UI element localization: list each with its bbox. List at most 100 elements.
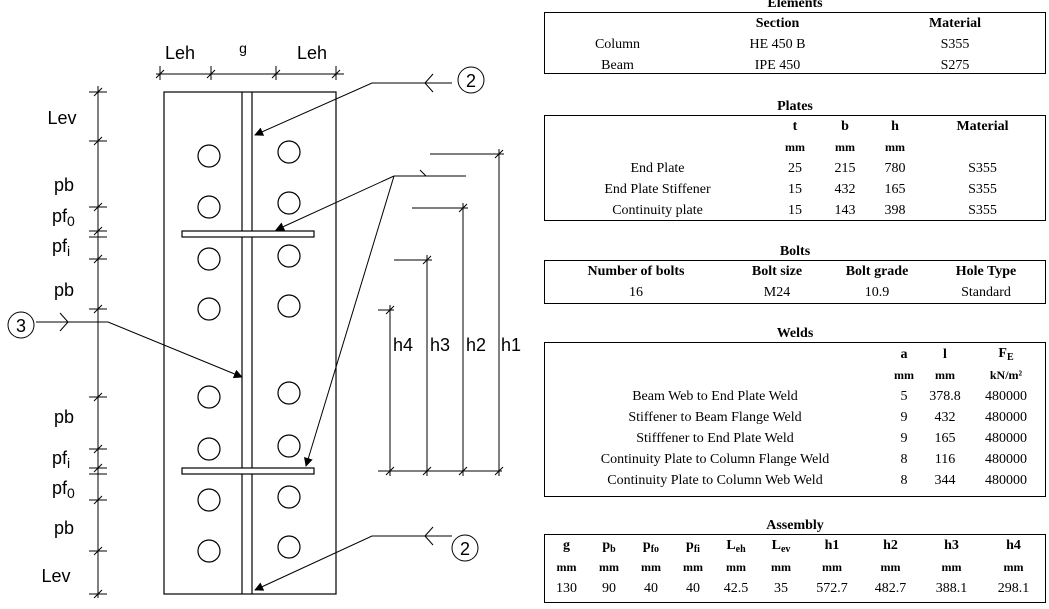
callout-circle-web <box>7 311 35 339</box>
weld-leader-bottom <box>254 535 452 591</box>
welds-header-row: a l FE <box>545 343 1045 365</box>
header-main: p <box>602 538 611 553</box>
end-plate-connection-drawing: Leh g Leh Lev pb pf0 pfi pb pb pfi pf0 p… <box>7 40 521 599</box>
unit-cell: mm <box>683 560 703 574</box>
assembly-header: pb <box>588 535 630 557</box>
table-cell: 10.9 <box>864 285 890 300</box>
stiffener-leader-top <box>275 175 395 231</box>
header-main: h2 <box>883 538 898 553</box>
table-cell: 432 <box>834 182 856 197</box>
table-cell: Column <box>594 37 641 52</box>
plates-header: h <box>891 119 899 134</box>
table-row: Column HE 450 B S355 <box>545 34 1045 55</box>
callout-2-top-label: 2 <box>466 71 476 91</box>
assembly-header: h1 <box>804 535 860 557</box>
table-cell: Beam <box>601 58 634 73</box>
bolt-hole <box>197 297 221 321</box>
weld-leader-top <box>254 82 452 136</box>
end-plate-outline <box>163 91 337 595</box>
bolt-hole <box>197 247 221 271</box>
unit-cell <box>545 137 770 158</box>
h4-label: h4 <box>393 335 413 355</box>
welds-header: FE <box>967 343 1045 365</box>
table-cell: Continuity Plate to Column Web Weld <box>607 473 823 488</box>
g-label: g <box>239 40 247 56</box>
table-cell: S355 <box>968 182 997 197</box>
leh-right-label: Leh <box>297 43 327 63</box>
assembly-header-row: g pb pfo pfi Leh Lev h1 h2 h3 h4 <box>545 535 1045 557</box>
beam-top-flange <box>181 230 315 238</box>
table-row: End Plate 25 215 780 S355 <box>545 158 1045 179</box>
pfi-bottom-label: pfi <box>52 448 70 471</box>
table-cell: S275 <box>940 58 970 73</box>
table-cell: 8 <box>900 473 908 488</box>
welds-units-row: mm mm kN/m² <box>545 365 1045 386</box>
pb-label: pb <box>54 280 74 300</box>
unit-cell: mm <box>885 140 905 154</box>
header-main: h3 <box>944 538 959 553</box>
unit-cell: mm <box>935 368 955 382</box>
bolts-table: Number of bolts Bolt size Bolt grade Hol… <box>545 261 1045 303</box>
assembly-header: g <box>545 535 588 557</box>
bolt-hole <box>277 244 301 268</box>
elements-table-box: Section Material Column HE 450 B S355 Be… <box>544 12 1046 74</box>
fe-sub: E <box>1006 352 1014 363</box>
table-cell: 215 <box>834 161 856 176</box>
elements-header: Section <box>755 16 800 31</box>
table-cell: 480000 <box>985 410 1027 425</box>
callout-2-bottom-label: 2 <box>460 539 470 559</box>
unit-cell: mm <box>894 368 914 382</box>
unit-cell: mm <box>556 560 577 574</box>
pb-label: pb <box>54 407 74 427</box>
table-cell: S355 <box>968 161 997 176</box>
height-dimension-lines <box>378 149 504 476</box>
unit-cell: mm <box>941 560 962 574</box>
plates-title: Plates <box>777 99 813 114</box>
table-row: Stifffener to End Plate Weld 9 165 48000… <box>545 428 1045 449</box>
table-cell: 165 <box>884 182 906 197</box>
table-cell: S355 <box>940 37 970 52</box>
table-cell: 482.7 <box>874 581 907 596</box>
header-main: p <box>642 538 651 553</box>
table-cell: 398 <box>884 203 906 218</box>
assembly-title: Assembly <box>766 518 824 533</box>
table-cell: 143 <box>834 203 856 218</box>
bolts-header: Number of bolts <box>587 264 685 279</box>
plates-header: Material <box>956 119 1009 134</box>
table-cell: 780 <box>884 161 906 176</box>
h3-label: h3 <box>430 335 450 355</box>
unit-cell: mm <box>599 560 619 574</box>
table-cell: 165 <box>934 431 956 446</box>
table-cell: 25 <box>788 161 802 176</box>
table-cell: 116 <box>934 452 956 467</box>
plates-header <box>545 116 770 137</box>
elements-header: Material <box>928 16 982 31</box>
assembly-header: Leh <box>714 535 758 557</box>
plates-header-row: t b h Material <box>545 116 1045 137</box>
table-cell: End Plate Stiffener <box>604 182 711 197</box>
header-sub: b <box>610 544 616 555</box>
elements-header <box>545 13 690 34</box>
table-row: 16 M24 10.9 Standard <box>545 282 1045 303</box>
bolts-header: Hole Type <box>955 264 1017 279</box>
welds-table-box: a l FE mm mm kN/m² Beam Web to End Plate… <box>544 342 1046 497</box>
bolts-table-box: Number of bolts Bolt size Bolt grade Hol… <box>544 260 1046 304</box>
elements-section: Elements Section Material Column HE 450 … <box>544 0 1046 74</box>
assembly-header: h2 <box>860 535 921 557</box>
header-sub: eh <box>735 544 746 555</box>
bolts-section: Bolts Number of bolts Bolt size Bolt gra… <box>544 244 1046 304</box>
elements-title: Elements <box>767 0 823 11</box>
welds-table: a l FE mm mm kN/m² Beam Web to End Plate… <box>545 343 1045 491</box>
table-row: Beam IPE 450 S275 <box>545 55 1045 76</box>
header-main: h1 <box>824 538 840 553</box>
table-cell: 35 <box>774 581 788 596</box>
header-main: g <box>563 538 570 553</box>
table-cell: 15 <box>788 203 802 218</box>
welds-header <box>545 343 885 365</box>
table-cell: 480000 <box>985 431 1027 446</box>
left-dimension-line <box>89 86 107 599</box>
bolts-header: Bolt size <box>751 264 803 279</box>
table-cell: 8 <box>900 452 908 467</box>
table-row: Continuity Plate to Column Flange Weld 8… <box>545 449 1045 470</box>
table-cell: 90 <box>602 581 616 596</box>
